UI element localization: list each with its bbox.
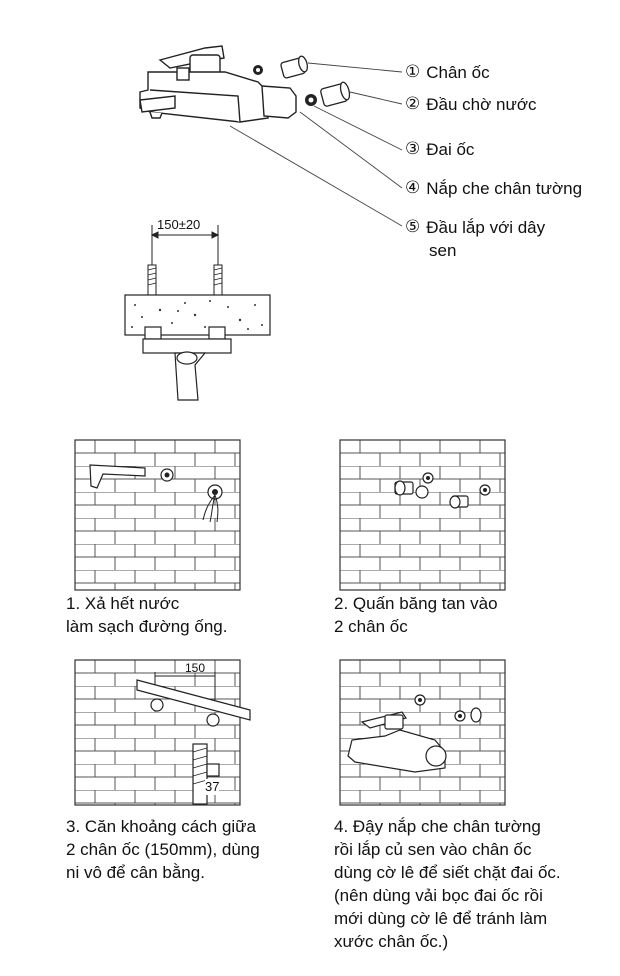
step-4-illustration	[339, 659, 506, 806]
step-3-dimension: 150	[185, 661, 206, 675]
faucet-exploded-diagram	[139, 45, 403, 227]
part-number: ⑤	[405, 217, 421, 236]
step-1-illustration	[74, 439, 241, 591]
step-1-caption: 1. Xả hết nước làm sạch đường ống.	[66, 594, 228, 636]
step-2-caption: 2. Quấn băng tan vào 2 chân ốc	[334, 594, 498, 636]
part-number: ①	[405, 62, 421, 81]
step-2-illustration	[339, 439, 506, 591]
part-number: ③	[405, 139, 421, 158]
wall-section-diagram	[124, 225, 271, 401]
part-label-5-line2: sen	[429, 241, 457, 260]
step-3-caption: 3. Căn khoảng cách giữa 2 chân ốc (150mm…	[66, 817, 260, 882]
part-number: ④	[405, 178, 421, 197]
step-4-caption: 4. Đậy nắp che chân tường rồi lắp củ sen…	[334, 817, 561, 951]
step-3-tile-label: 37	[205, 779, 220, 795]
dimension-label: 150±20	[157, 217, 201, 232]
part-number: ②	[405, 94, 421, 113]
